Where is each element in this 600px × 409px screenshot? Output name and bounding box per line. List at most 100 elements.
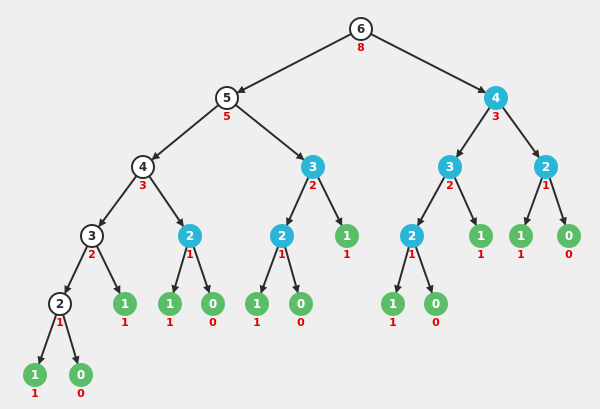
node-value-label: 1 — [408, 248, 416, 261]
node-value-label: 1 — [477, 248, 485, 261]
edge-n6-n4r — [370, 33, 487, 94]
tree-node: 11 — [381, 292, 405, 329]
node-value-label: 1 — [186, 248, 194, 261]
nodes-layer: 6855434332322132212111211111002111110011… — [23, 17, 581, 400]
node-value-label: 1 — [121, 316, 129, 329]
node-circle — [301, 155, 325, 179]
node-value-label: 1 — [542, 179, 550, 192]
node-value-label: 2 — [446, 179, 454, 192]
node-value-label: 1 — [517, 248, 525, 261]
node-value-label: 0 — [565, 248, 573, 261]
edge-n2c-n0d — [414, 246, 434, 294]
node-label: 2 — [408, 229, 416, 243]
tree-node: 32 — [301, 155, 325, 192]
node-label: 1 — [477, 229, 485, 243]
tree-node: 11 — [469, 224, 493, 261]
tree-node: 32 — [438, 155, 462, 192]
node-circle — [131, 155, 155, 179]
edge-n2-n0e — [62, 314, 80, 365]
node-label: 0 — [297, 297, 305, 311]
edge-n4r-n3r — [455, 106, 491, 158]
node-value-label: 1 — [31, 387, 39, 400]
node-circle — [400, 224, 424, 248]
edge-n2-n1h — [37, 314, 58, 365]
node-value-label: 1 — [253, 316, 261, 329]
node-label: 3 — [88, 229, 96, 243]
edge-n2b-n0c — [284, 246, 300, 294]
node-circle — [113, 292, 137, 316]
node-label: 0 — [209, 297, 217, 311]
node-label: 0 — [565, 229, 573, 243]
edges-layer — [37, 33, 567, 365]
tree-node: 11 — [245, 292, 269, 329]
node-label: 2 — [56, 297, 64, 311]
node-label: 0 — [77, 368, 85, 382]
node-label: 3 — [309, 160, 317, 174]
node-circle — [158, 292, 182, 316]
node-value-label: 1 — [343, 248, 351, 261]
edge-n5-n4 — [151, 104, 220, 161]
node-label: 1 — [343, 229, 351, 243]
tree-node: 21 — [270, 224, 294, 261]
node-value-label: 5 — [223, 110, 231, 123]
tree-node: 21 — [48, 292, 72, 329]
edge-n2a-n0b — [192, 246, 211, 294]
node-circle — [509, 224, 533, 248]
node-circle — [289, 292, 313, 316]
edge-n3-n2 — [64, 245, 89, 295]
tree-node: 11 — [335, 224, 359, 261]
node-label: 2 — [186, 229, 194, 243]
node-value-label: 1 — [278, 248, 286, 261]
node-circle — [484, 86, 508, 110]
node-label: 4 — [492, 91, 500, 105]
edge-n2b-n1f — [259, 245, 280, 294]
node-value-label: 0 — [297, 316, 305, 329]
tree-node: 43 — [484, 86, 508, 123]
node-circle — [557, 224, 581, 248]
node-label: 1 — [253, 297, 261, 311]
node-circle — [69, 363, 93, 387]
node-label: 1 — [517, 229, 525, 243]
tree-node: 43 — [131, 155, 155, 192]
node-value-label: 1 — [389, 316, 397, 329]
tree-node: 21 — [400, 224, 424, 261]
edge-n3-n1d — [95, 245, 121, 295]
node-circle — [245, 292, 269, 316]
node-value-label: 8 — [357, 41, 365, 54]
edge-n2a-n1e — [171, 246, 188, 294]
node-label: 5 — [223, 91, 231, 105]
tree-node: 11 — [113, 292, 137, 329]
tree-node: 00 — [289, 292, 313, 329]
node-circle — [178, 224, 202, 248]
tree-node: 21 — [178, 224, 202, 261]
node-label: 1 — [31, 368, 39, 382]
tree-node: 68 — [349, 17, 373, 54]
node-value-label: 0 — [77, 387, 85, 400]
node-value-label: 2 — [309, 179, 317, 192]
edge-n3m-n1a — [317, 176, 343, 227]
node-circle — [335, 224, 359, 248]
edge-n2rr-n1c — [523, 176, 544, 226]
edge-n3r-n1b — [453, 176, 478, 227]
node-label: 1 — [389, 297, 397, 311]
node-circle — [215, 86, 239, 110]
tree-node: 21 — [534, 155, 558, 192]
edge-n6-n5 — [236, 33, 352, 94]
node-label: 4 — [139, 160, 147, 174]
node-circle — [23, 363, 47, 387]
node-circle — [438, 155, 462, 179]
node-circle — [270, 224, 294, 248]
node-label: 3 — [446, 160, 454, 174]
tree-node: 32 — [80, 224, 104, 261]
node-circle — [424, 292, 448, 316]
node-circle — [48, 292, 72, 316]
node-circle — [381, 292, 405, 316]
tree-node: 00 — [557, 224, 581, 261]
tree-node: 11 — [158, 292, 182, 329]
edge-n4-n3 — [98, 175, 138, 228]
tree-node: 11 — [509, 224, 533, 261]
tree-node: 00 — [424, 292, 448, 329]
node-value-label: 1 — [166, 316, 174, 329]
edge-n3r-n2c — [416, 176, 446, 227]
